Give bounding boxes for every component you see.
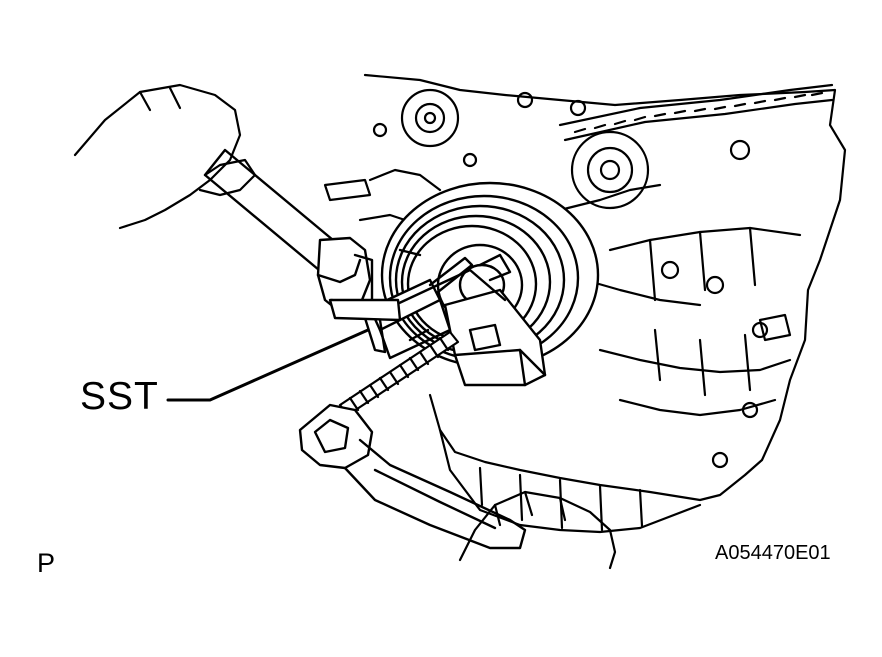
sst-puller [328, 253, 547, 387]
adjustable-wrench [203, 148, 387, 314]
ring-wrench [298, 403, 527, 550]
engine-block [323, 73, 847, 534]
figure-code: A054470E01 [715, 542, 831, 564]
lower-hand [458, 490, 617, 570]
center-bolt [338, 330, 460, 417]
sst-callout-label: SST [80, 375, 159, 418]
upper-hand [73, 83, 257, 230]
view-letter: P [37, 548, 56, 578]
sst-leader-line [166, 328, 370, 402]
